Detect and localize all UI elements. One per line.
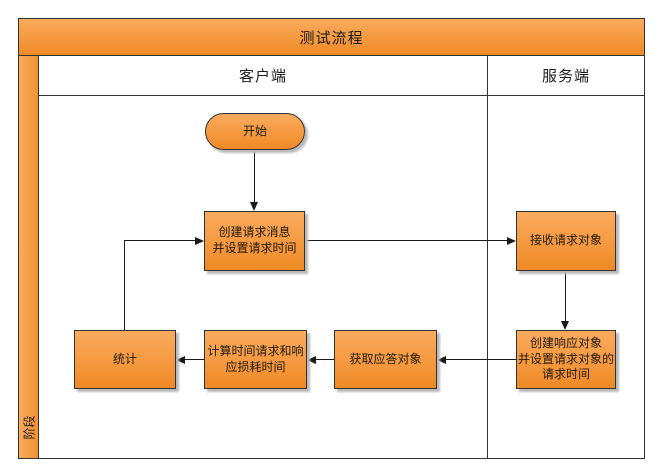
lane-body (38, 95, 645, 459)
node-create-response[interactable]: 创建响应对象 并设置请求对象的 请求时间 (516, 330, 616, 389)
arrowhead-down-icon (250, 202, 258, 211)
arrowhead-down-icon (561, 321, 569, 330)
arrowhead-right-icon (195, 237, 204, 245)
phase-label: 阶段 (22, 415, 36, 440)
node-start[interactable]: 开始 (205, 113, 305, 150)
edge-create-response-to-get-reply (446, 359, 516, 360)
lane-divider (487, 96, 488, 459)
edge-stats-to-create-request-vertical (124, 240, 125, 330)
arrowhead-right-icon (507, 237, 516, 245)
node-receive-request[interactable]: 接收请求对象 (516, 211, 616, 271)
edge-get-reply-to-calc-elapsed (316, 359, 334, 360)
node-create-request[interactable]: 创建请求消息 并设置请求时间 (204, 211, 305, 271)
arrowhead-left-icon (437, 356, 446, 364)
edge-stats-to-create-request-horizontal (124, 240, 196, 241)
node-calc-elapsed[interactable]: 计算时间请求和响 应损耗时间 (204, 330, 307, 389)
lane-header-server: 服务端 (487, 55, 645, 96)
edge-calc-elapsed-to-stats (185, 359, 204, 360)
edge-create-request-to-receive-request (305, 240, 507, 241)
lane-header-server-label: 服务端 (541, 67, 590, 85)
arrowhead-left-icon (307, 356, 316, 364)
edge-receive-request-to-create-response (565, 271, 566, 322)
arrowhead-left-icon (176, 356, 185, 364)
node-get-reply[interactable]: 获取应答对象 (334, 330, 437, 389)
diagram-title-bar: 测试流程 (18, 18, 645, 56)
lane-header-client: 客户端 (38, 55, 488, 96)
node-stats[interactable]: 统计 (74, 330, 176, 389)
phase-strip: 阶段 (18, 55, 39, 459)
edge-start-to-create-request (254, 150, 255, 203)
diagram-title: 测试流程 (299, 28, 364, 47)
lane-header-client-label: 客户端 (238, 67, 287, 85)
